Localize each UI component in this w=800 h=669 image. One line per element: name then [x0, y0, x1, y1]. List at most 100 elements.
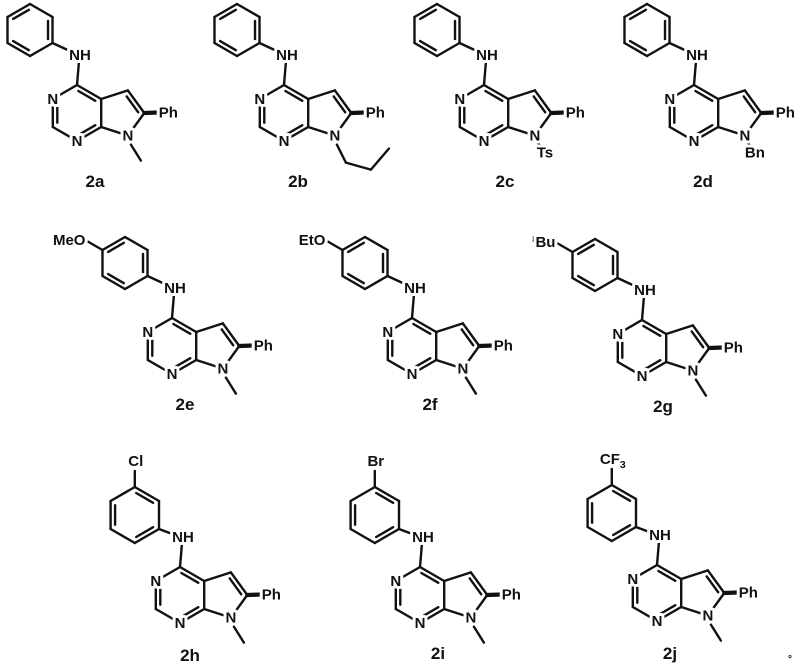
- bond: [326, 240, 344, 252]
- bond: [11, 8, 31, 21]
- bond: [443, 607, 473, 619]
- bond: [157, 527, 177, 537]
- bond: [346, 241, 366, 254]
- bond: [458, 83, 486, 101]
- bond: [235, 41, 261, 58]
- bond: [631, 605, 659, 623]
- bond: [435, 358, 465, 370]
- bond: [109, 485, 137, 503]
- bond: [692, 125, 720, 143]
- bond: [668, 83, 696, 101]
- bond: [284, 124, 304, 137]
- atom-label-n1: N: [72, 133, 83, 150]
- bond: [655, 605, 683, 623]
- atom-label-n7: N: [465, 610, 476, 627]
- amine-nh-label: NH: [476, 47, 498, 64]
- substituent-label: EtO: [299, 232, 326, 249]
- bond: [571, 237, 597, 254]
- substituent-label: tBu: [532, 233, 556, 251]
- bond: [691, 346, 711, 372]
- substituent-label: Br: [367, 453, 384, 470]
- bond: [341, 235, 367, 252]
- bond: [485, 592, 503, 598]
- bond: [507, 125, 537, 137]
- phenyl-label: Ph: [262, 587, 281, 604]
- bond: [680, 605, 710, 617]
- bond: [691, 324, 711, 350]
- atom-label-n7: N: [122, 128, 133, 145]
- bond: [344, 161, 373, 171]
- atom-label-n7: N: [702, 608, 713, 625]
- bond: [333, 89, 353, 115]
- bond: [75, 59, 81, 87]
- bond: [221, 322, 241, 348]
- bond: [146, 316, 174, 334]
- bond: [668, 41, 691, 54]
- bond: [307, 125, 337, 137]
- n7-substituent-label: Ts: [537, 145, 553, 162]
- bond: [394, 565, 422, 583]
- phenyl-label: Ph: [739, 585, 758, 602]
- compound-id-label: 2d: [693, 172, 713, 191]
- bond: [178, 541, 184, 569]
- bond: [694, 124, 714, 137]
- bond: [709, 623, 723, 642]
- bond: [418, 541, 424, 569]
- amine-nh-label: NH: [404, 280, 426, 297]
- bond: [410, 292, 416, 320]
- phenyl-label: Ph: [724, 340, 743, 357]
- bond: [146, 274, 169, 287]
- bond: [576, 243, 596, 256]
- bond: [694, 89, 714, 102]
- bond: [142, 110, 160, 116]
- bond: [99, 89, 130, 101]
- bond: [125, 95, 140, 114]
- bond: [690, 330, 705, 349]
- bond: [394, 607, 422, 625]
- atom-label-n3: N: [454, 91, 465, 108]
- bond: [640, 318, 668, 336]
- bond: [657, 604, 677, 617]
- atom-label-n1: N: [415, 615, 426, 632]
- atom-label-n1: N: [167, 366, 178, 383]
- substituent-label: Cl: [128, 453, 143, 470]
- bond: [346, 272, 366, 285]
- bond: [410, 358, 438, 376]
- bond: [6, 41, 32, 58]
- bond: [418, 607, 446, 625]
- amine-nh-label: NH: [276, 47, 298, 64]
- bond: [722, 590, 740, 596]
- compound-id-label: 2e: [176, 395, 195, 414]
- bond: [284, 89, 304, 102]
- bond: [412, 357, 432, 370]
- compound-id-label: 2a: [86, 172, 105, 191]
- compound-id-label: 2j: [663, 644, 677, 663]
- bond: [178, 607, 206, 625]
- bond: [642, 359, 662, 372]
- bond: [133, 485, 161, 503]
- bond: [170, 292, 176, 320]
- bond: [706, 591, 726, 617]
- bond: [397, 527, 417, 537]
- phenyl-label: Ph: [566, 105, 585, 122]
- bond: [154, 565, 182, 583]
- bond: [213, 41, 239, 58]
- bond: [460, 328, 475, 347]
- bond: [106, 241, 126, 254]
- bond: [533, 111, 553, 137]
- bond: [631, 563, 659, 581]
- bond: [742, 95, 757, 114]
- atom-label-n1: N: [637, 368, 648, 385]
- bond: [363, 274, 389, 291]
- bond: [333, 111, 353, 137]
- compound-id-label: 2f: [422, 395, 437, 414]
- bond: [221, 344, 241, 370]
- atom-label-n1: N: [652, 613, 663, 630]
- atom-label-n3: N: [627, 571, 638, 588]
- bond: [101, 274, 127, 291]
- bond: [224, 376, 238, 395]
- bond: [349, 485, 376, 503]
- bond: [477, 343, 495, 349]
